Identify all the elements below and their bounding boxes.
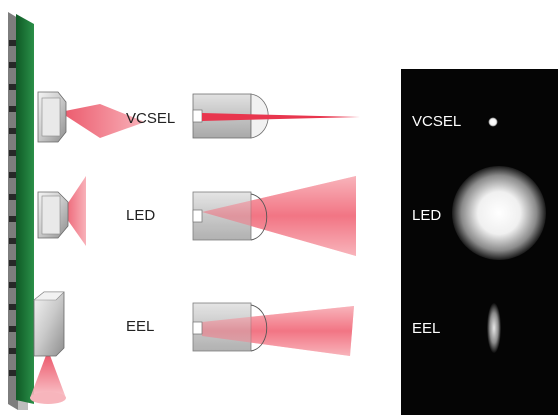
label-led: LED [126, 207, 156, 224]
eel-spot [487, 303, 501, 353]
eel-side-view [192, 302, 354, 356]
label-vcsel: VCSEL [126, 110, 176, 127]
board-eel-device [30, 291, 66, 404]
vcsel-side-view [192, 93, 360, 139]
spot-label-eel: EEL [412, 320, 441, 337]
spot-label-vcsel: VCSEL [412, 113, 462, 130]
spot-label-led: LED [412, 207, 442, 224]
led-side-view [192, 176, 356, 256]
circuit-board [8, 12, 34, 410]
led-spot [452, 166, 546, 260]
board-led-device [37, 176, 86, 246]
label-eel: EEL [126, 318, 155, 335]
board-vcsel-device [37, 91, 145, 143]
vcsel-spot [488, 117, 498, 127]
